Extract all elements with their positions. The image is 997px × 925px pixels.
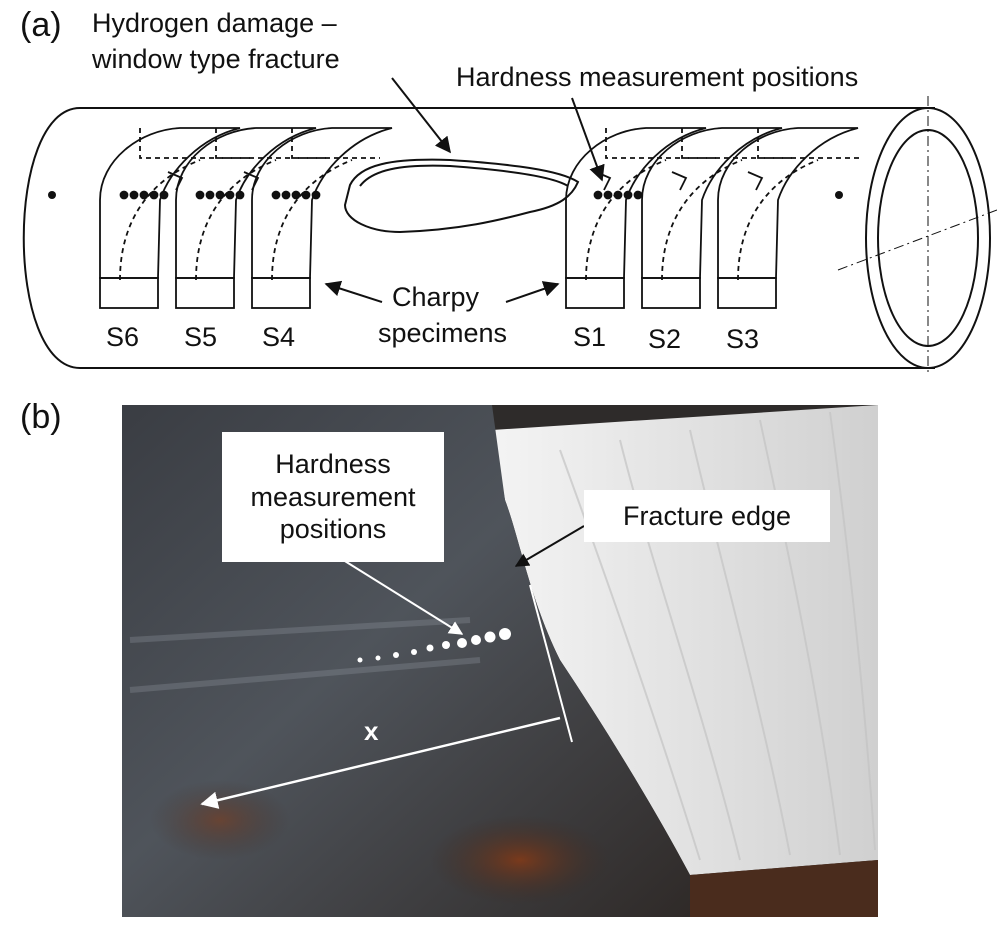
specimen-S3 xyxy=(717,127,860,309)
pipe-diagram xyxy=(22,77,997,372)
arrow-charpy-left xyxy=(324,280,383,303)
fracture-edge-callout: Fracture edge xyxy=(584,490,830,542)
panel-b-letter: (b) xyxy=(20,398,62,436)
weld-highlight xyxy=(129,617,481,693)
pipe-centerlines xyxy=(837,96,997,372)
callout-line1: Hardness xyxy=(275,449,391,480)
charpy-label-line1: Charpy xyxy=(392,282,480,312)
x-distance-label: x xyxy=(364,716,379,746)
hydrogen-damage-label-line2: window type fracture xyxy=(92,44,340,74)
hydrogen-damage-label-line1: Hydrogen damage – xyxy=(92,8,337,38)
charpy-label-line2: specimens xyxy=(378,318,508,348)
specimen-label-S4: S4 xyxy=(262,322,296,352)
fracture-reference-line xyxy=(529,584,573,743)
fracture-texture xyxy=(559,411,876,861)
specimen-S5 xyxy=(167,127,326,309)
pipe-outline xyxy=(22,107,935,369)
arrow-to-hardness xyxy=(571,97,605,182)
leader-arrows xyxy=(324,77,605,303)
arrow-to-fracture-edge xyxy=(514,525,585,567)
arrow-to-hardness-dots xyxy=(339,557,464,635)
x-distance-arrow xyxy=(200,716,561,809)
hardness-positions-label: Hardness measurement positions xyxy=(456,62,859,92)
hardness-positions-callout: Hardness measurement positions xyxy=(222,432,444,562)
specimen-S6 xyxy=(99,127,250,309)
hardness-indent-dots xyxy=(357,628,511,663)
specimen-label-S6: S6 xyxy=(106,322,140,352)
panel-a-letter: (a) xyxy=(20,6,62,44)
specimen-S4 xyxy=(243,127,393,309)
arrow-to-fracture xyxy=(391,77,451,154)
reference-dot-left xyxy=(48,191,56,199)
callout-line3: positions xyxy=(279,514,387,545)
specimen-S2 xyxy=(641,127,792,309)
specimen-label-S5: S5 xyxy=(184,322,218,352)
specimen-label-S1: S1 xyxy=(573,322,607,352)
reference-dot-right xyxy=(835,191,843,199)
specimen-label-S2: S2 xyxy=(648,324,682,354)
specimen-label-S3: S3 xyxy=(726,324,760,354)
callout-line2: measurement xyxy=(250,481,416,512)
arrow-charpy-right xyxy=(505,281,560,303)
fracture-edge-label: Fracture edge xyxy=(622,500,792,531)
